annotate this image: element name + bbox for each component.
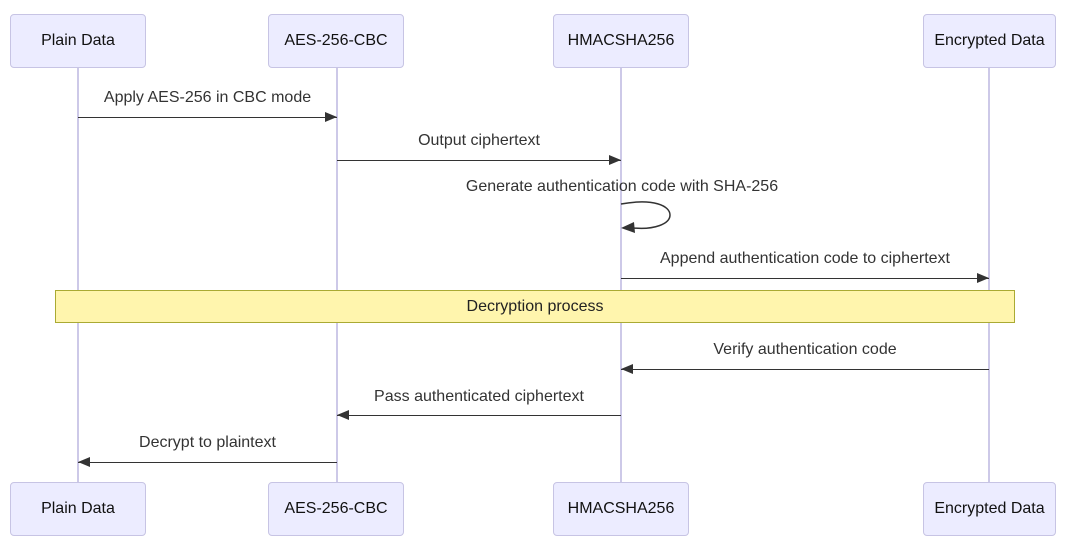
message-line [621, 369, 989, 370]
actor-top-aes-256-cbc: AES-256-CBC [268, 14, 404, 68]
lifeline-aes-256-cbc [336, 68, 338, 482]
lifeline-encrypted-data [988, 68, 990, 482]
actor-label: Plain Data [41, 500, 115, 517]
actor-label: Plain Data [41, 32, 115, 49]
arrowhead-right-icon [977, 273, 989, 283]
message-label: Apply AES-256 in CBC mode [103, 89, 312, 106]
actor-label: HMACSHA256 [567, 500, 675, 517]
actor-top-plain-data: Plain Data [10, 14, 146, 68]
actor-top-encrypted-data: Encrypted Data [923, 14, 1056, 68]
actor-label: Encrypted Data [934, 500, 1045, 517]
actor-bottom-plain-data: Plain Data [10, 482, 146, 536]
actor-bottom-hmacsha256: HMACSHA256 [553, 482, 689, 536]
actor-bottom-encrypted-data: Encrypted Data [923, 482, 1056, 536]
actor-label: Encrypted Data [934, 32, 1045, 49]
message-label: Output ciphertext [418, 132, 540, 149]
actor-top-hmacsha256: HMACSHA256 [553, 14, 689, 68]
message-line [78, 462, 337, 463]
message-label: Append authentication code to ciphertext [660, 250, 950, 267]
arrowhead-left-icon [78, 457, 90, 467]
message-label: Generate authentication code with SHA-25… [465, 178, 779, 195]
message-line [78, 117, 337, 118]
message-label: Decrypt to plaintext [139, 434, 276, 451]
actor-label: AES-256-CBC [284, 500, 388, 517]
note-decryption-process: Decryption process [55, 290, 1015, 323]
self-loop-arrow-icon [620, 201, 671, 233]
arrowhead-left-icon [621, 364, 633, 374]
message-line [621, 278, 989, 279]
lifeline-hmacsha256 [620, 68, 622, 482]
message-label: Pass authenticated ciphertext [374, 388, 584, 405]
arrowhead-right-icon [325, 112, 337, 122]
actor-label: HMACSHA256 [567, 32, 675, 49]
message-line [337, 415, 621, 416]
arrowhead-left-icon [337, 410, 349, 420]
note-label: Decryption process [466, 297, 604, 315]
lifeline-plain-data [77, 68, 79, 482]
message-line [337, 160, 621, 161]
actor-bottom-aes-256-cbc: AES-256-CBC [268, 482, 404, 536]
arrowhead-right-icon [609, 155, 621, 165]
message-label: Verify authentication code [713, 341, 897, 358]
actor-label: AES-256-CBC [284, 32, 388, 49]
